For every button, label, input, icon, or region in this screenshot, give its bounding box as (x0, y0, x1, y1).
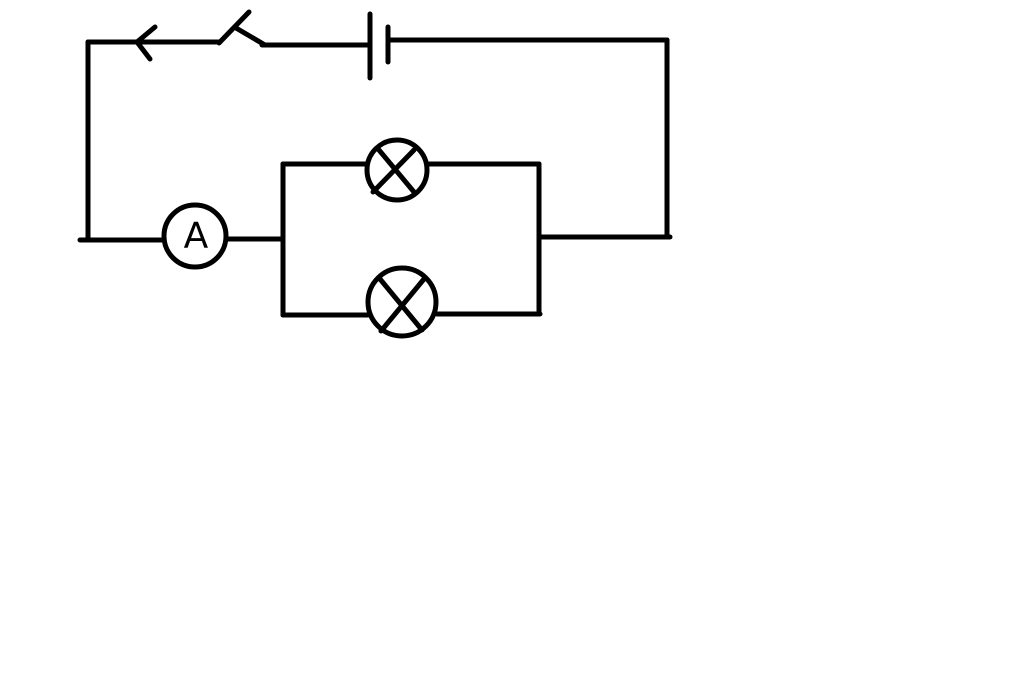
current-arrow-icon (134, 24, 158, 62)
outer-loop-wires (77, 37, 673, 243)
lower-branch (280, 265, 543, 339)
ammeter: A (161, 202, 229, 270)
open-switch-icon (216, 9, 268, 48)
ammeter-label: A (184, 216, 209, 257)
ammeter-icon (161, 202, 229, 270)
upper-branch (280, 137, 542, 203)
lamp-cross (377, 276, 427, 334)
upper-lamp (364, 137, 430, 203)
lamp-cross (370, 147, 417, 195)
lower-lamp (365, 265, 439, 339)
parallel-block (280, 137, 543, 339)
battery (367, 11, 391, 81)
lamp-icon (364, 137, 430, 203)
switch (216, 9, 268, 48)
lamp-icon (365, 265, 439, 339)
